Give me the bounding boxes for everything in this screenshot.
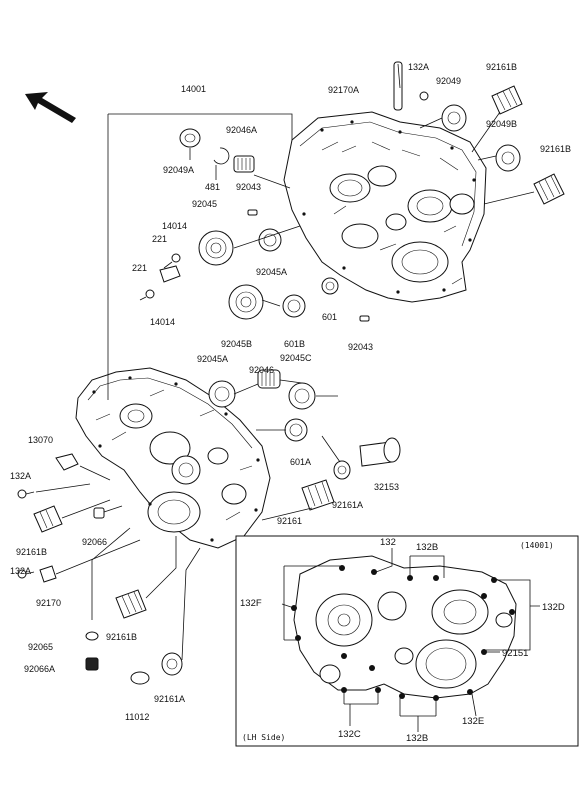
inset-label-132C: 132C (338, 729, 361, 740)
bearing-92045A-low (208, 380, 236, 408)
screw-221-left (139, 289, 155, 301)
inset-side-caption: (LH Side) (242, 733, 285, 742)
inset-label-132E: 132E (462, 716, 484, 727)
seal-601B (282, 294, 306, 318)
seal-601A (284, 418, 308, 442)
label-92045: 92045 (192, 199, 217, 209)
bolt-132A-left (17, 489, 35, 499)
seal-601 (321, 277, 339, 295)
inset-label-132D: 132D (542, 602, 565, 613)
pipe-32153 (359, 437, 401, 467)
seal-92161A-low (161, 652, 183, 676)
pin-92043-mid (359, 315, 370, 322)
label-92045A-mid: 92045A (256, 267, 287, 277)
leader-lines (35, 63, 535, 661)
label-14014-bot: 14014 (150, 317, 175, 327)
collar-92161B-left (33, 505, 63, 533)
circlip-481 (213, 147, 230, 165)
label-92161B-top: 92161B (486, 62, 517, 72)
label-92045C: 92045C (280, 353, 312, 363)
label-132A-top: 132A (408, 62, 429, 72)
label-92045B: 92045B (221, 339, 252, 349)
seal-92049 (441, 104, 467, 132)
clamp-92170A (393, 61, 403, 111)
plate-14014 (159, 265, 181, 283)
inset-label-132B-bot: 132B (406, 733, 428, 744)
plug-92066A (85, 657, 99, 671)
collar-92161B-right (533, 173, 565, 205)
label-601B: 601B (284, 339, 305, 349)
bearing-92046A (233, 155, 255, 173)
label-14014-top: 14014 (162, 221, 187, 231)
seal-92049A (179, 128, 201, 148)
label-92170A: 92170A (328, 85, 359, 95)
inset-label-132F: 132F (240, 598, 262, 609)
label-481: 481 (205, 182, 220, 192)
inset-title: (14001) (520, 541, 554, 550)
plug-92066 (93, 507, 105, 519)
inset-leader-lines (281, 548, 540, 732)
label-92045A-low: 92045A (197, 354, 228, 364)
label-32153: 32153 (374, 482, 399, 492)
label-92049B: 92049B (486, 119, 517, 129)
inset-lh-side: (14001) (LH Side) (235, 535, 579, 747)
inset-label-92151: 92151 (502, 648, 528, 659)
clamp-92170 (39, 565, 57, 583)
bearing-92046 (257, 369, 281, 389)
label-92043-mid: 92043 (348, 342, 373, 352)
label-92046A: 92046A (226, 125, 257, 135)
label-92161A-mid: 92161A (332, 500, 363, 510)
label-14001: 14001 (181, 84, 206, 94)
label-92066: 92066 (82, 537, 107, 547)
label-92049: 92049 (436, 76, 461, 86)
lower-crankcase-half (75, 367, 271, 549)
label-92161B-low: 92161B (106, 632, 137, 642)
label-92161B-left: 92161B (16, 547, 47, 557)
label-92049A: 92049A (163, 165, 194, 175)
inset-label-132: 132 (380, 537, 396, 548)
seal-92049B (495, 144, 521, 172)
bearing-92045B (228, 284, 264, 320)
bolt-132A-low (17, 569, 35, 579)
label-221-top: 221 (152, 234, 167, 244)
part-labels: 14001 92170A 132A 92049 92161B 92049B 92… (10, 62, 571, 722)
gasket-11012 (130, 671, 150, 685)
label-221-left: 221 (132, 263, 147, 273)
front-direction-arrow-icon (25, 92, 76, 123)
label-92161: 92161 (277, 516, 302, 526)
collar-92161 (301, 479, 335, 511)
label-92161B-right: 92161B (540, 144, 571, 154)
label-13070: 13070 (28, 435, 53, 445)
label-132A-low: 132A (10, 566, 31, 576)
screw-221-top (163, 253, 181, 269)
washer-92065 (85, 631, 99, 641)
upper-crankcase-half (283, 111, 487, 303)
bearing-92045A-mid (258, 228, 282, 252)
label-92065: 92065 (28, 642, 53, 652)
bolt-132A-top (419, 91, 429, 101)
seal-92161A-mid (333, 460, 351, 480)
label-132A-left: 132A (10, 471, 31, 481)
label-601: 601 (322, 312, 337, 322)
label-92170: 92170 (36, 598, 61, 608)
label-11012: 11012 (125, 712, 149, 722)
parts (17, 61, 565, 685)
guide-13070 (55, 453, 79, 471)
bearing-92045C (288, 382, 316, 410)
inset-label-132B-top: 132B (416, 542, 438, 553)
collar-92161B-low (115, 589, 147, 619)
pin-92043-top (247, 209, 258, 216)
bearing-92045 (198, 230, 234, 266)
label-601A: 601A (290, 457, 311, 467)
label-92046: 92046 (249, 365, 274, 375)
label-92066A: 92066A (24, 664, 55, 674)
collar-92161B-top (491, 85, 523, 115)
label-92161A-low: 92161A (154, 694, 185, 704)
label-92043-top: 92043 (236, 182, 261, 192)
